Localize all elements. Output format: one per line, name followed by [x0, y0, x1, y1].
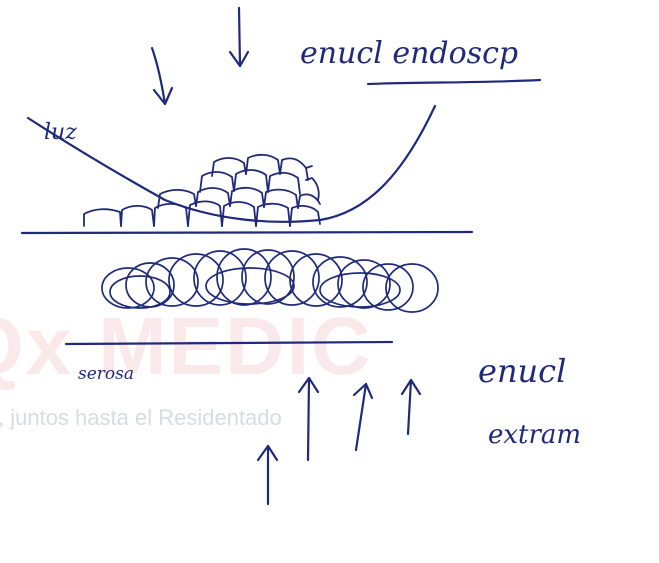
arrow-up-1: [256, 444, 279, 506]
arrow-down-left: [150, 46, 174, 106]
label-underline: [366, 78, 542, 86]
arrow-up-2: [297, 376, 320, 462]
arrow-up-3: [352, 382, 374, 452]
serosa-line: [64, 340, 394, 346]
label-serosa: serosa: [78, 364, 135, 384]
arrow-up-4: [400, 378, 422, 436]
label-luz: luz: [44, 120, 77, 145]
mucosa-line: [20, 230, 474, 235]
watermark-tagline: , juntos hasta el Residentado: [0, 405, 282, 430]
label-enucl: enucl: [478, 352, 567, 390]
watermark-logo: Qx MEDIC: [0, 301, 373, 392]
arrow-down-center: [228, 6, 250, 68]
label-enucl-endoscop: enucl endoscp: [300, 36, 519, 71]
lumen-curve: [26, 104, 437, 223]
submucosal-tumor: [101, 248, 439, 313]
label-extram: extram: [488, 420, 582, 450]
mucosal-cells: [83, 153, 321, 227]
